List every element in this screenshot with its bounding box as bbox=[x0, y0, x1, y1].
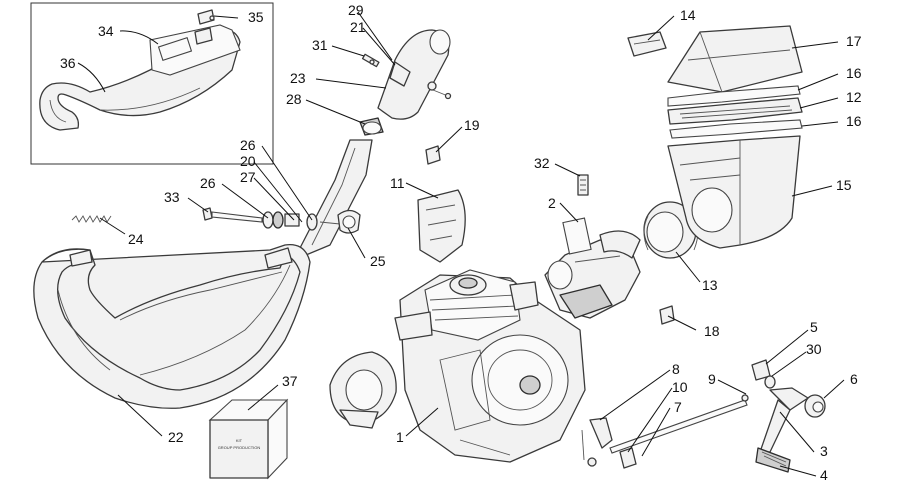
exhaust-downpipe bbox=[299, 139, 373, 256]
kit-box-label-line1: KIT bbox=[236, 438, 243, 443]
callout-6: 6 bbox=[850, 371, 858, 387]
callout-21: 21 bbox=[350, 19, 366, 35]
ignition-cover bbox=[329, 351, 397, 429]
callout-10: 10 bbox=[672, 379, 688, 395]
callout-14: 14 bbox=[680, 7, 696, 23]
retaining-clip bbox=[659, 305, 675, 325]
small-fasteners bbox=[209, 15, 375, 65]
callout-36: 36 bbox=[60, 55, 76, 71]
callout-35: 35 bbox=[248, 9, 264, 25]
callout-labels: 34 35 36 29 21 31 23 28 26 20 27 26 33 2… bbox=[60, 2, 862, 483]
spring bbox=[71, 215, 112, 223]
callout-16-upper: 16 bbox=[846, 65, 862, 81]
callout-31: 31 bbox=[312, 37, 328, 53]
callout-22: 22 bbox=[168, 429, 184, 445]
callout-13: 13 bbox=[702, 277, 718, 293]
callout-12: 12 bbox=[846, 89, 862, 105]
airbox-assembly bbox=[627, 25, 803, 249]
callout-3: 3 bbox=[820, 443, 828, 459]
engine-block bbox=[394, 269, 586, 463]
callout-24: 24 bbox=[128, 231, 144, 247]
callout-32: 32 bbox=[534, 155, 550, 171]
callout-1: 1 bbox=[396, 429, 404, 445]
callout-26-upper: 26 bbox=[240, 137, 256, 153]
callout-30: 30 bbox=[806, 341, 822, 357]
callout-33: 33 bbox=[164, 189, 180, 205]
callout-18: 18 bbox=[704, 323, 720, 339]
callout-27: 27 bbox=[240, 169, 256, 185]
callout-9: 9 bbox=[708, 371, 716, 387]
heat-guard bbox=[417, 189, 466, 263]
callout-2: 2 bbox=[548, 195, 556, 211]
callout-7: 7 bbox=[674, 399, 682, 415]
callout-19: 19 bbox=[464, 117, 480, 133]
callout-8: 8 bbox=[672, 361, 680, 377]
callout-28: 28 bbox=[286, 91, 302, 107]
nut bbox=[425, 145, 441, 165]
callout-29: 29 bbox=[348, 2, 364, 18]
callout-4: 4 bbox=[820, 467, 828, 483]
main-exhaust bbox=[33, 243, 311, 409]
callout-11: 11 bbox=[390, 175, 405, 191]
callout-20: 20 bbox=[240, 153, 256, 169]
callout-5: 5 bbox=[810, 319, 818, 335]
idle-screw bbox=[577, 174, 589, 196]
callout-23: 23 bbox=[290, 70, 306, 86]
exhaust-inset bbox=[30, 2, 274, 165]
carburetor bbox=[544, 217, 641, 319]
leader-lines bbox=[77, 11, 845, 477]
callout-15: 15 bbox=[836, 177, 852, 193]
silencer-assembly bbox=[359, 29, 452, 136]
callout-34: 34 bbox=[98, 23, 114, 39]
bolt-assembly bbox=[202, 207, 361, 234]
callout-25: 25 bbox=[370, 253, 386, 269]
callout-37: 37 bbox=[282, 373, 298, 389]
shift-linkage bbox=[581, 359, 826, 473]
kit-box-label-line2: GROUP PRODUCTION bbox=[218, 445, 261, 450]
callout-16-lower: 16 bbox=[846, 113, 862, 129]
intake-boot bbox=[643, 201, 699, 259]
callout-17: 17 bbox=[846, 33, 862, 49]
callout-26-lower: 26 bbox=[200, 175, 216, 191]
kit-box: KIT GROUP PRODUCTION bbox=[208, 398, 289, 480]
